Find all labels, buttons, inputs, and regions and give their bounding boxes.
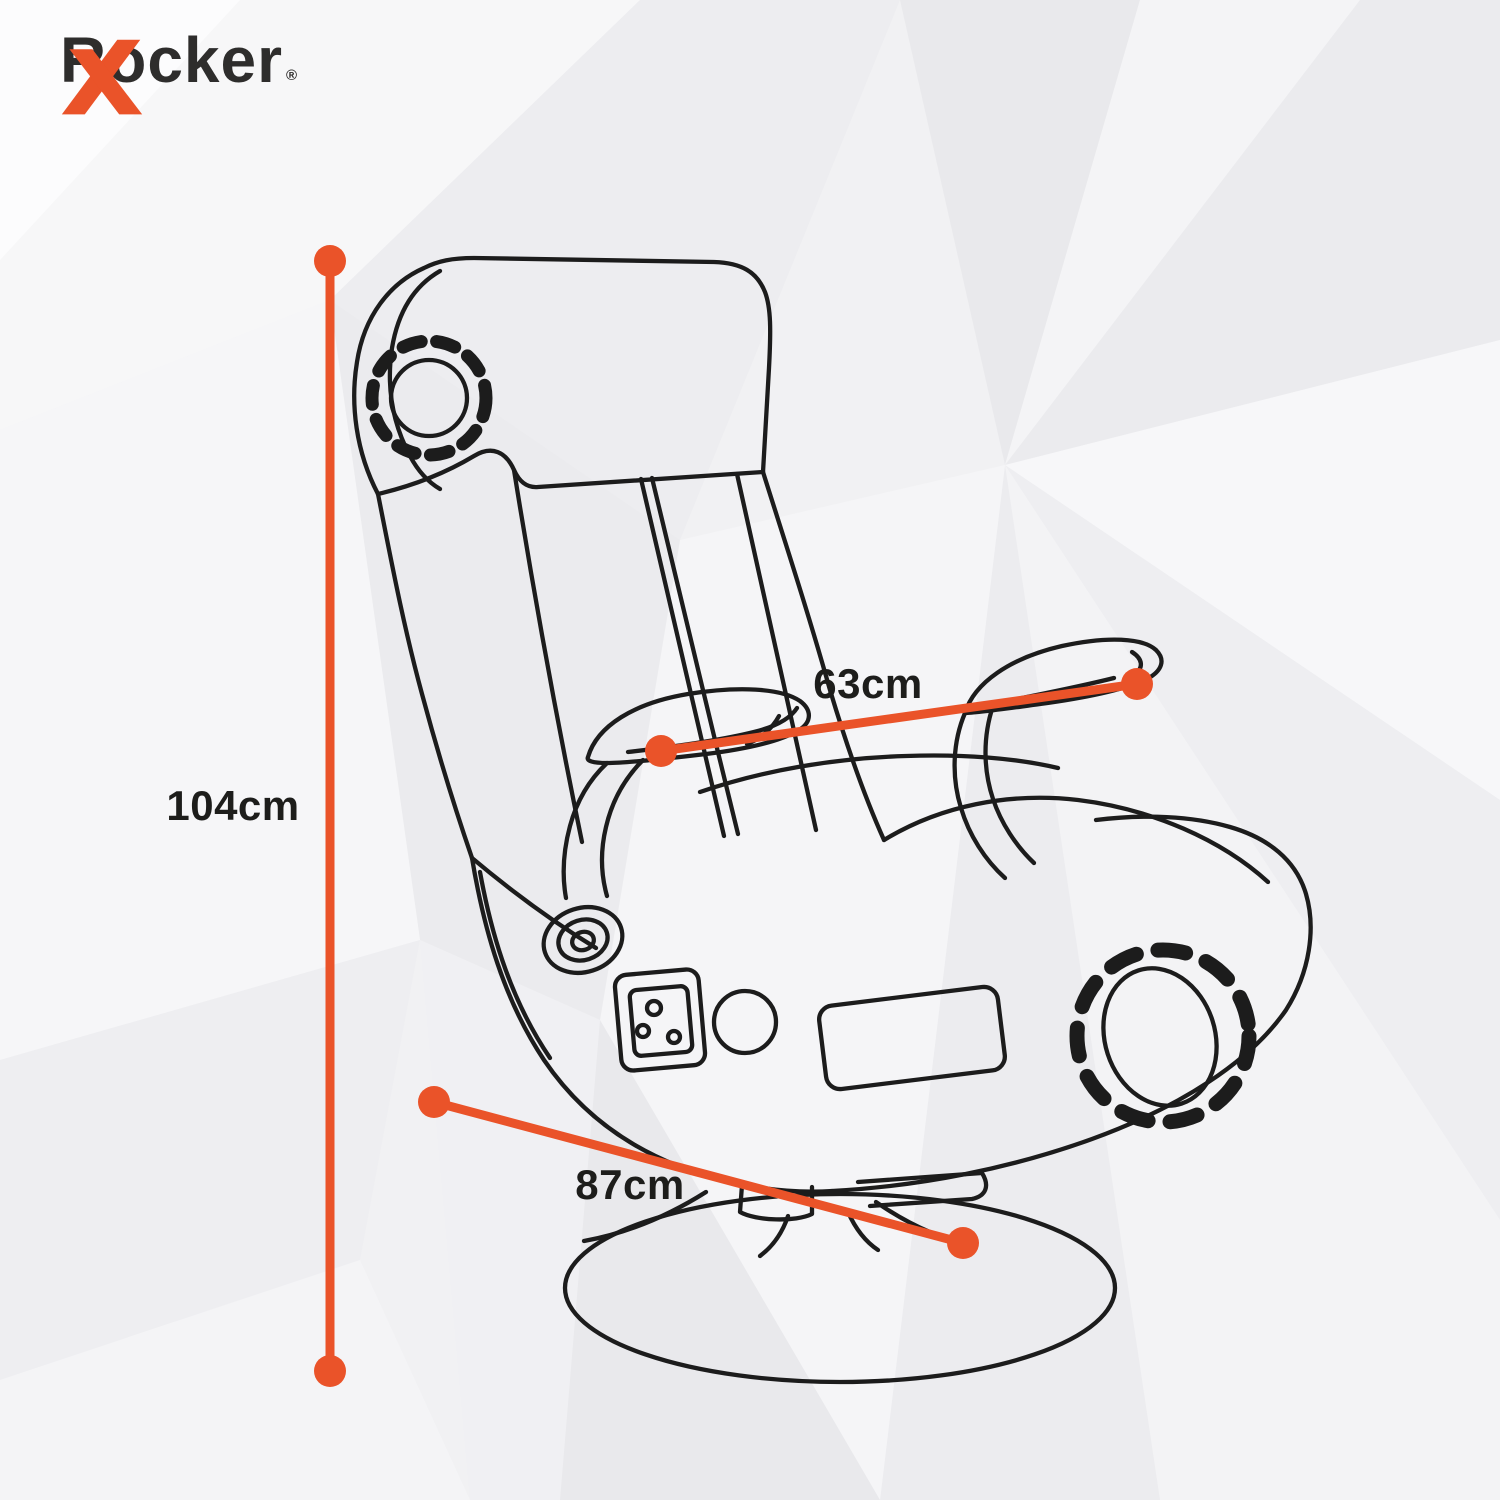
gaming-chair-line-drawing (352, 255, 1313, 1385)
control-panel (612, 967, 1007, 1092)
armrest-dimension-label: 63cm (813, 660, 923, 707)
armrest-hinge (541, 905, 625, 975)
cog-speaker-icon (1069, 942, 1257, 1130)
height-dimension-label: 104cm (166, 782, 300, 829)
armrest-dimension-line (660, 679, 1138, 756)
x-rocker-logo: Rocker ® (56, 28, 298, 115)
base-dimension-line (432, 1097, 965, 1248)
registered-trademark-symbol: ® (286, 67, 298, 85)
cog-speaker-icon (365, 334, 493, 462)
x-rocker-x-mark (61, 39, 143, 115)
dimension-endpoints (314, 245, 1153, 1387)
swivel-base (562, 1191, 1118, 1385)
base-dimension-label: 87cm (575, 1161, 685, 1208)
dimension-lines (325, 261, 1138, 1371)
